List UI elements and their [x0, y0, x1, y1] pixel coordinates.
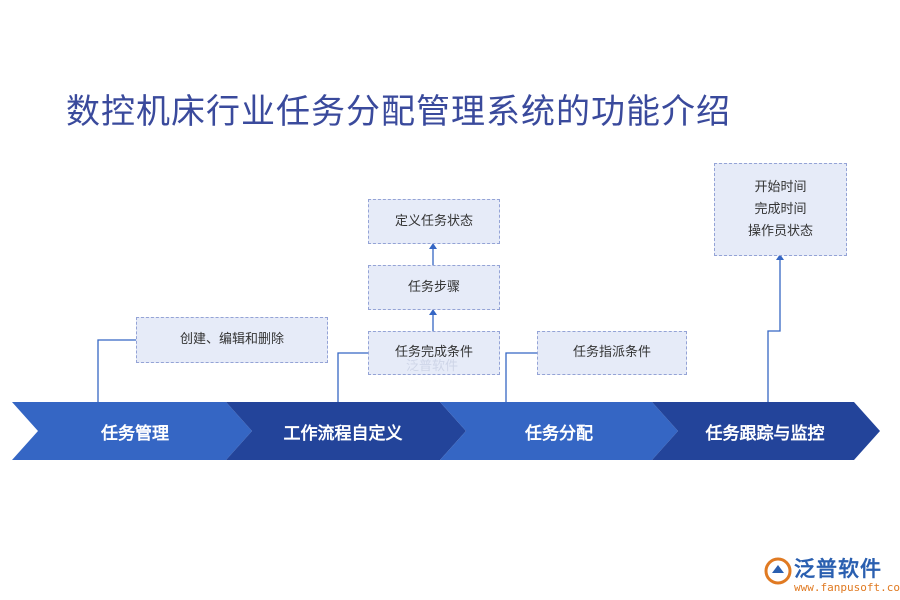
arrowhead-state [429, 243, 437, 249]
stage-chevron-4 [652, 402, 880, 460]
watermark: 泛普软件 [406, 355, 458, 374]
arrowhead-steps [429, 309, 437, 315]
stage-chevron-3 [440, 402, 678, 460]
box-create-text: 创建、编辑和删除 [179, 332, 284, 347]
tracking-finish-time: 完成时间 [754, 201, 807, 217]
arrowhead-tracking [776, 254, 784, 260]
box-complete-text: 任务完成条件 [394, 345, 473, 360]
box-completion-conditions: 任务完成条件 [368, 331, 500, 375]
box-task-steps: 任务步骤 [368, 265, 500, 310]
box-create-edit-delete: 创建、编辑和删除 [136, 317, 328, 363]
connector-stage3-assign [505, 352, 537, 402]
box-assign-text: 任务指派条件 [572, 345, 651, 360]
box-assign-conditions: 任务指派条件 [537, 331, 687, 375]
connector-stage1-create [97, 339, 136, 402]
brand-logo: 泛普软件 www.fanpusoft.com [764, 553, 900, 595]
brand-icon [764, 557, 792, 585]
brand-url: www.fanpusoft.com [794, 581, 900, 594]
brand-name: 泛普软件 [794, 557, 882, 581]
page-title: 数控机床行业任务分配管理系统的功能介绍 [66, 92, 731, 132]
connector-stage2-complete [337, 352, 368, 402]
stage-chevron-1 [12, 402, 252, 460]
stage-label-workflow-custom: 工作流程自定义 [283, 423, 403, 444]
stage-label-tracking-monitoring: 任务跟踪与监控 [705, 423, 825, 444]
stage-chevron-2 [226, 402, 466, 460]
tracking-start-time: 开始时间 [754, 179, 807, 195]
box-steps-text: 任务步骤 [407, 279, 460, 295]
stage-chevrons [12, 402, 880, 460]
stage-label-task-management: 任务管理 [101, 423, 169, 444]
connector-stage4-tracking [767, 258, 781, 402]
tracking-operator-status: 操作员状态 [747, 223, 813, 239]
box-tracking-details: 开始时间 完成时间 操作员状态 [714, 163, 847, 256]
box-define-task-state: 定义任务状态 [368, 199, 500, 244]
stage-label-task-assignment: 任务分配 [525, 423, 593, 444]
box-state-text: 定义任务状态 [394, 213, 473, 229]
watermark-text: 泛普软件 [406, 359, 459, 374]
